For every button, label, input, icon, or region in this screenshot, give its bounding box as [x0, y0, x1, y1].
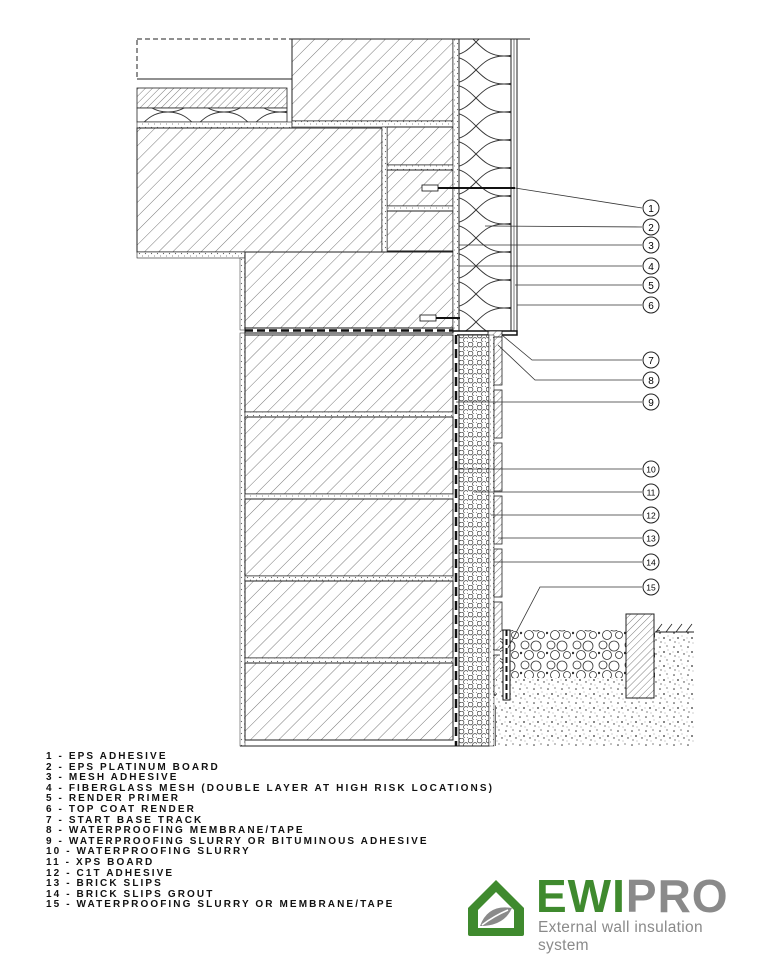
callout-7: 7	[642, 351, 660, 369]
ground-section	[496, 613, 694, 746]
legend-item: 12 - C1T ADHESIVE	[46, 867, 175, 879]
callout-15: 15	[642, 578, 660, 596]
callout-1: 1	[642, 199, 660, 217]
eps-insulation-system	[452, 38, 530, 332]
legend-item: 11 - XPS BOARD	[46, 856, 155, 868]
callout-markers: 1 2 3 4 5 6 7 8 9 10 11 12 13 14 15	[642, 199, 660, 596]
brand-block: EWIPRO External wall insulation system	[466, 866, 756, 954]
brand-name: EWIPRO	[536, 870, 729, 922]
callout-5: 5	[642, 276, 660, 294]
svg-text:5: 5	[648, 281, 654, 292]
legend-item: 9 - WATERPROOFING SLURRY OR BITUMINOUS A…	[46, 835, 429, 847]
start-base-track	[244, 327, 518, 338]
legend-item: 1 - EPS ADHESIVE	[46, 751, 168, 762]
svg-text:4: 4	[648, 262, 654, 273]
xps-board	[458, 334, 495, 747]
svg-text:8: 8	[648, 376, 654, 387]
brand-name-part1: EWI	[536, 870, 626, 922]
legend-item: 7 - START BASE TRACK	[46, 814, 204, 826]
anchor-fixings	[419, 184, 515, 322]
legend-item: 6 - TOP COAT RENDER	[46, 803, 196, 815]
callout-14: 14	[642, 553, 660, 571]
svg-text:15: 15	[646, 583, 656, 593]
svg-text:2: 2	[648, 223, 654, 234]
callout-3: 3	[642, 236, 660, 254]
callout-8: 8	[642, 371, 660, 389]
legend-item: 5 - RENDER PRIMER	[46, 793, 181, 805]
legend-item: 2 - EPS PLATINUM BOARD	[46, 761, 220, 773]
callout-6: 6	[642, 296, 660, 314]
leader-lines	[456, 187, 643, 649]
brand-name-part2: PRO	[625, 870, 729, 922]
callout-13: 13	[642, 529, 660, 547]
svg-text:9: 9	[648, 398, 654, 409]
brick-slips	[493, 336, 503, 746]
legend-item: 4 - FIBERGLASS MESH (DOUBLE LAYER AT HIG…	[46, 782, 495, 794]
callout-11: 11	[642, 483, 660, 501]
svg-text:12: 12	[646, 511, 656, 521]
svg-text:14: 14	[646, 558, 656, 568]
callout-2: 2	[642, 218, 660, 236]
callout-12: 12	[642, 506, 660, 524]
lower-masonry	[239, 332, 460, 747]
floor-slab	[136, 38, 383, 259]
legend-item: 8 - WATERPROOFING MEMBRANE/TAPE	[46, 825, 305, 837]
house-roof-leaf-icon	[468, 880, 524, 936]
legend-item: 15 - WATERPROOFING SLURRY OR MEMBRANE/TA…	[46, 899, 395, 911]
callout-9: 9	[642, 393, 660, 411]
callout-10: 10	[642, 460, 660, 478]
callout-4: 4	[642, 257, 660, 275]
svg-text:7: 7	[648, 356, 654, 367]
legend-item: 14 - BRICK SLIPS GROUT	[46, 888, 215, 900]
svg-text:1: 1	[648, 204, 654, 215]
legend-item: 13 - BRICK SLIPS	[46, 878, 163, 890]
svg-text:6: 6	[648, 301, 654, 312]
svg-text:10: 10	[646, 465, 656, 475]
legend-item: 10 - WATERPROOFING SLURRY	[46, 846, 251, 858]
brand-tagline: External wall insulation system	[538, 919, 703, 954]
upper-masonry	[239, 38, 454, 331]
svg-text:11: 11	[647, 488, 656, 498]
legend-list: 1 - EPS ADHESIVE 2 - EPS PLATINUM BOARD …	[46, 751, 495, 911]
legend-item: 3 - MESH ADHESIVE	[46, 772, 179, 784]
svg-text:13: 13	[646, 534, 656, 544]
svg-text:3: 3	[648, 241, 654, 252]
